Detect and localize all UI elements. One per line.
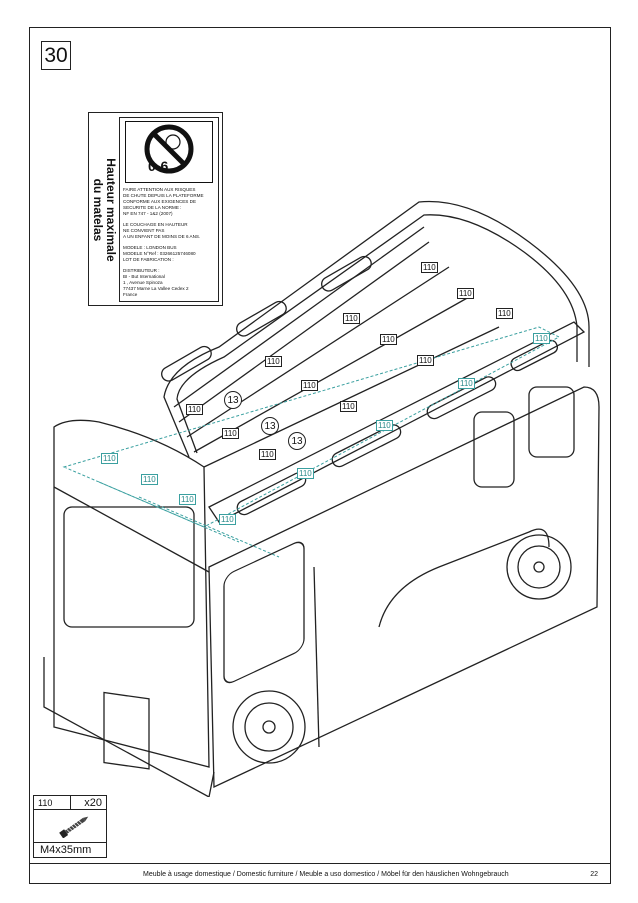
no-child-warning-icon: 0-6 [125, 121, 213, 183]
step-number: 30 [41, 41, 71, 70]
callout-110: 110 [496, 308, 513, 319]
wheel-rear [232, 690, 306, 764]
upper-slat-5 [203, 326, 500, 468]
callout-110: 110 [417, 355, 434, 366]
upper-slat-2 [178, 241, 430, 423]
callout-110: 110 [297, 468, 314, 479]
label-paragraph-3: MODELE : LONDON BUS MODELE N°Ref : 03266… [123, 245, 196, 262]
upper-slat-3 [186, 266, 450, 438]
guard-rail [208, 321, 586, 523]
label-paragraph-1: FAIRE ATTENTION AUX RISQUES DE CHUTE DEP… [123, 187, 204, 216]
footer-rule [29, 863, 611, 864]
max-height-text: Hauteur maximale [104, 157, 118, 262]
safety-label: Hauteur maximale du matelas 0-6 FAIRE AT… [88, 112, 223, 306]
callout-110: 110 [179, 494, 196, 505]
callout-110: 110 [101, 453, 118, 464]
callout-110: 110 [458, 378, 475, 389]
mattress-text: du matelas [91, 178, 105, 241]
callout-110: 110 [533, 333, 550, 344]
part-quantity: x20 [84, 797, 102, 809]
warning-age-text: 0-6 [148, 158, 169, 174]
screw-icon [59, 816, 89, 838]
mattress-height-indicator: Hauteur maximale du matelas [91, 117, 118, 302]
callout-13: 13 [224, 391, 242, 409]
label-paragraph-2: LE COUCHAGE EN HAUTEUR NE CONVIENT PAS A… [123, 222, 201, 239]
bus-lower-body [53, 419, 210, 768]
callout-110: 110 [259, 449, 276, 460]
callout-110: 110 [421, 262, 438, 273]
roof-inner-curve [176, 214, 578, 454]
page-frame [29, 27, 611, 884]
bus-side-body [208, 386, 600, 789]
callout-110: 110 [340, 401, 357, 412]
callout-13: 13 [288, 432, 306, 450]
callout-110: 110 [219, 514, 236, 525]
bus-bed-drawing [43, 200, 600, 797]
callout-110: 110 [265, 356, 282, 367]
wheel-front [506, 534, 572, 600]
callout-110: 110 [457, 288, 474, 299]
callout-110: 110 [301, 380, 318, 391]
footer-text: Meuble à usage domestique / Domestic fur… [143, 871, 509, 878]
label-content: 0-6 FAIRE ATTENTION AUX RISQUES DE CHUTE… [119, 117, 219, 302]
label-paragraph-4: DISTRIBUTEUR : BI - But International 1 … [123, 268, 189, 297]
callout-110: 110 [343, 313, 360, 324]
upper-slat-4 [193, 296, 470, 453]
callout-110: 110 [376, 420, 393, 431]
callout-110: 110 [222, 428, 239, 439]
callout-110: 110 [380, 334, 397, 345]
rear-panel-outline [163, 200, 590, 458]
callout-110: 110 [141, 474, 158, 485]
part-size: M4x35mm [40, 844, 92, 856]
page-number: 22 [590, 871, 598, 878]
callout-110: 110 [186, 404, 203, 415]
part-code: 110 [38, 798, 53, 808]
upper-slat-1 [173, 226, 425, 408]
parts-box: 110 x20 M4x35mm [33, 795, 107, 858]
callout-13: 13 [261, 417, 279, 435]
mattress-area-lower [62, 326, 561, 528]
